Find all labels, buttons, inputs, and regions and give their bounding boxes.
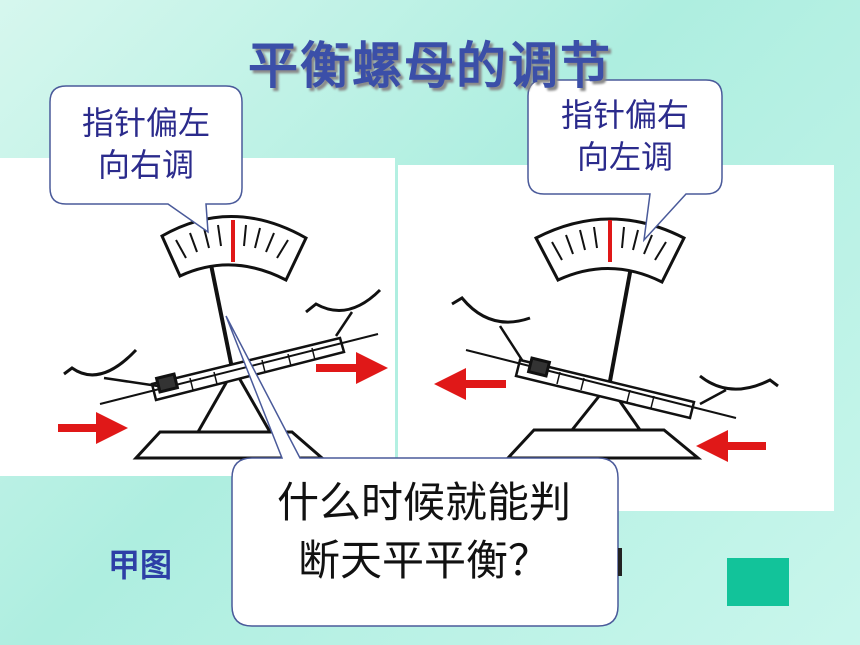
right-pan-left — [451, 296, 531, 324]
bubble-left-line2: 向右调 — [97, 146, 194, 184]
question-bubble-shape — [225, 315, 619, 627]
slide-title: 平衡螺母的调节 — [248, 37, 612, 95]
bubble-right-shape — [527, 79, 723, 243]
figure-label-jia: 甲图 — [108, 546, 173, 584]
next-slide-button[interactable] — [727, 558, 789, 606]
bubble-right-line1: 指针偏右 — [560, 96, 689, 134]
left-pan-right — [305, 288, 382, 314]
right-balance-base — [504, 428, 703, 460]
bubble-right-line2: 向左调 — [576, 138, 673, 176]
right-beam — [465, 349, 737, 420]
bubble-left-line1: 指针偏左 — [81, 104, 210, 142]
left-pan-left — [63, 348, 138, 377]
hidden-label-fragment — [618, 548, 622, 576]
bubble-right-text: 指针偏右 向左调 — [528, 94, 722, 178]
bubble-left-text: 指针偏左 向右调 — [50, 102, 242, 186]
question-text: 什么时候就能判 断天平平衡？ — [232, 474, 616, 590]
left-balance — [63, 215, 382, 460]
right-pan-right — [699, 374, 779, 391]
question-line1: 什么时候就能判 — [276, 478, 571, 527]
right-balance — [451, 217, 779, 460]
question-line2: 断天平平衡？ — [297, 536, 550, 585]
bubble-left-shape — [49, 85, 243, 234]
